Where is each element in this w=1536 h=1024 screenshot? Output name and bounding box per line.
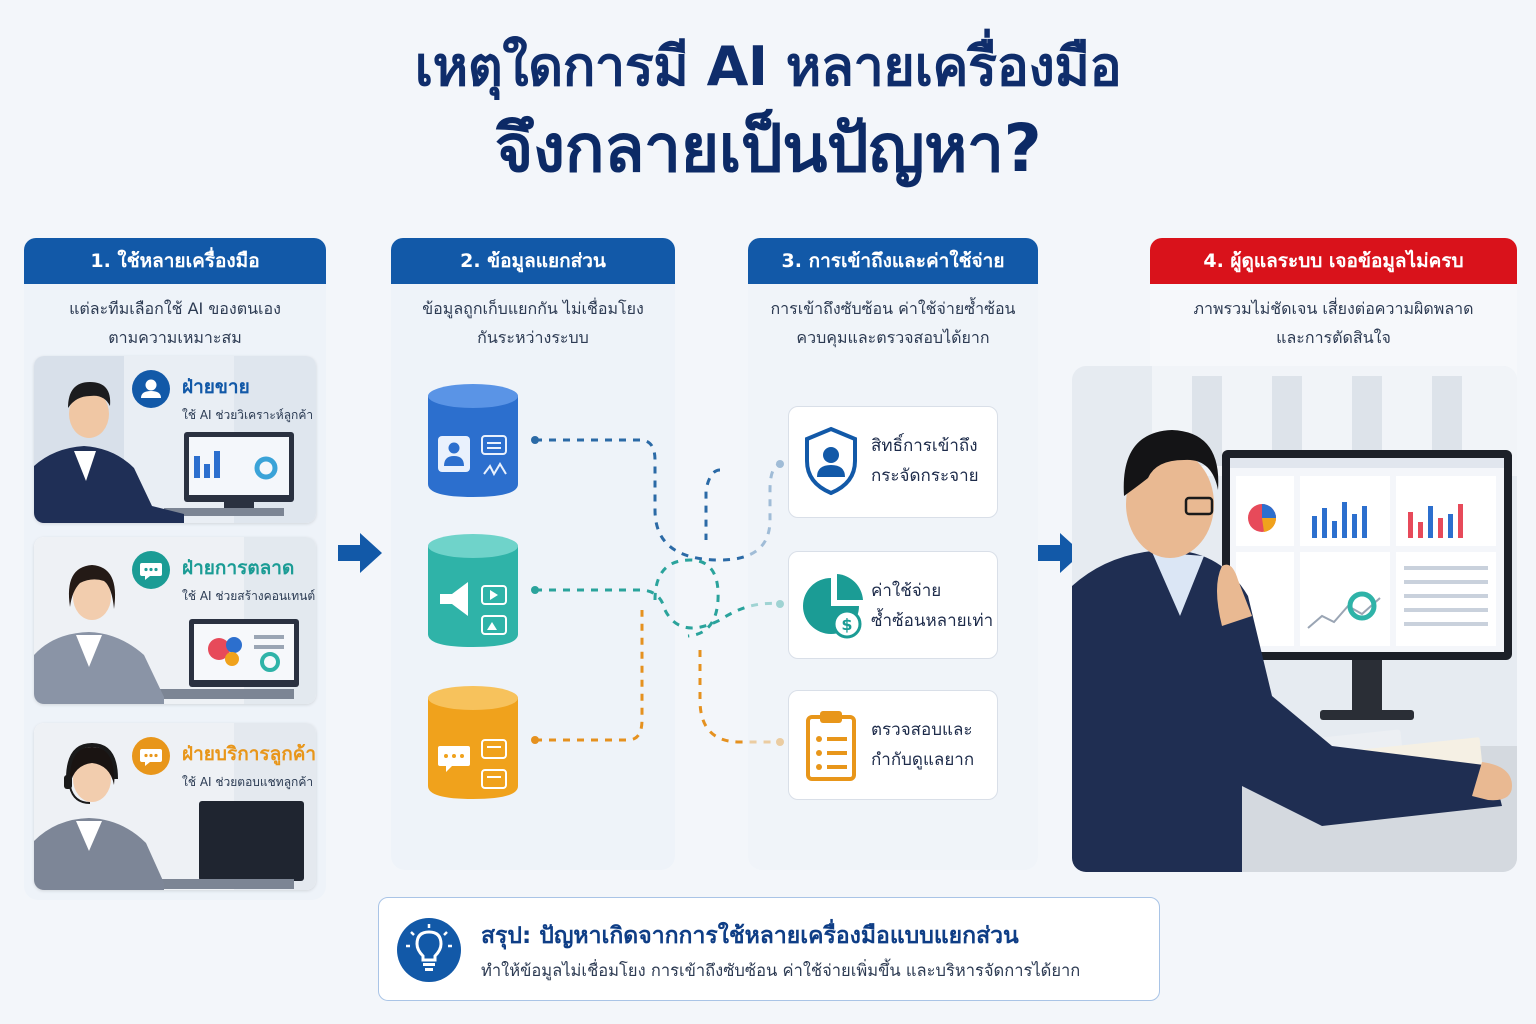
sales-person-photo: [34, 356, 316, 523]
issue-text-access-rights: สิทธิ์การเข้าถึง กระจัดกระจาย: [871, 436, 979, 486]
connector-orange: [535, 610, 782, 744]
summary-headline: สรุป: ปัญหาเกิดจากการใช้หลายเครื่องมือแบ…: [481, 923, 1019, 949]
issue-text-governance: ตรวจสอบและ กำกับดูแลยาก: [871, 720, 975, 770]
customer-service-chat-bubble-icon: [132, 737, 170, 775]
issue-card-access-rights: สิทธิ์การเข้าถึง กระจัดกระจาย: [788, 406, 998, 518]
connector-blue: [535, 438, 783, 562]
department-card-marketing: ฝ่ายการตลาด ใช้ AI ช่วยสร้างคอนเทนต์: [34, 537, 316, 704]
connector-teal: [535, 588, 783, 630]
department-name-customer-service: ฝ่ายบริการลูกค้า: [182, 743, 316, 765]
column-access-and-cost: 3. การเข้าถึงและค่าใช้จ่าย การเข้าถึงซับ…: [748, 238, 1038, 870]
clipboard-icon: [806, 711, 856, 781]
issue-card-duplicate-cost: $ ค่าใช้จ่าย ซ้ำซ้อนหลายเท่า: [788, 551, 998, 659]
summary-detail: ทำให้ข้อมูลไม่เชื่อมโยง การเข้าถึงซับซ้อ…: [481, 961, 1081, 980]
admin-at-monitor-photo: [1072, 366, 1517, 872]
page-title: เหตุใดการมี AI หลายเครื่องมือ จึงกลายเป็…: [0, 30, 1536, 194]
database-user-icon: [428, 384, 518, 497]
column-1-header: 1. ใช้หลายเครื่องมือ: [24, 238, 326, 284]
svg-text:$: $: [841, 615, 852, 634]
column-3-description: การเข้าถึงซับซ้อน ค่าใช้จ่ายซ้ำซ้อน ควบค…: [770, 299, 1016, 347]
shield-user-icon: [805, 426, 857, 496]
sales-user-icon: [132, 370, 170, 408]
customer-service-person-photo: [34, 723, 316, 890]
department-name-marketing: ฝ่ายการตลาด: [182, 557, 295, 579]
column-multiple-tools: 1. ใช้หลายเครื่องมือ แต่ละทีมเลือกใช้ AI…: [24, 238, 326, 900]
flow-arrow-icon: [338, 533, 382, 573]
marketing-chat-icon: [132, 551, 170, 589]
column-2-header: 2. ข้อมูลแยกส่วน: [391, 238, 675, 284]
flow-arrow-icon: [1038, 533, 1082, 573]
column-1-description: แต่ละทีมเลือกใช้ AI ของตนเอง ตามความเหมา…: [69, 299, 281, 347]
department-desc-sales: ใช้ AI ช่วยวิเคราะห์ลูกค้า: [182, 408, 314, 422]
database-chat-bubble-icon: [428, 686, 518, 799]
issue-text-duplicate-cost: ค่าใช้จ่าย ซ้ำซ้อนหลายเท่า: [871, 581, 994, 631]
lightbulb-icon: [397, 918, 461, 982]
summary-box: สรุป: ปัญหาเกิดจากการใช้หลายเครื่องมือแบ…: [378, 897, 1160, 1001]
title-line-1: เหตุใดการมี AI หลายเครื่องมือ: [414, 35, 1122, 98]
database-megaphone-icon: [428, 534, 518, 647]
department-desc-marketing: ใช้ AI ช่วยสร้างคอนเทนต์: [182, 589, 316, 603]
department-card-customer-service: ฝ่ายบริการลูกค้า ใช้ AI ช่วยตอบแชทลูกค้า: [34, 723, 316, 890]
marketing-person-photo: [34, 537, 316, 704]
issue-card-governance: ตรวจสอบและ กำกับดูแลยาก: [788, 690, 998, 800]
department-desc-customer-service: ใช้ AI ช่วยตอบแชทลูกค้า: [182, 775, 314, 789]
department-name-sales: ฝ่ายขาย: [182, 376, 250, 398]
pie-dollar-icon: $: [803, 574, 863, 639]
column-3-header: 3. การเข้าถึงและค่าใช้จ่าย: [748, 238, 1038, 284]
department-card-sales: ฝ่ายขาย ใช้ AI ช่วยวิเคราะห์ลูกค้า: [34, 356, 316, 523]
column-4-description: ภาพรวมไม่ชัดเจน เสี่ยงต่อความผิดพลาด และ…: [1193, 299, 1474, 347]
column-2-description: ข้อมูลถูกเก็บแยกกัน ไม่เชื่อมโยง กันระหว…: [422, 299, 644, 347]
column-4-header: 4. ผู้ดูแลระบบ เจอข้อมูลไม่ครบ: [1150, 238, 1517, 284]
title-line-2: จึงกลายเป็นปัญหา?: [494, 110, 1042, 187]
